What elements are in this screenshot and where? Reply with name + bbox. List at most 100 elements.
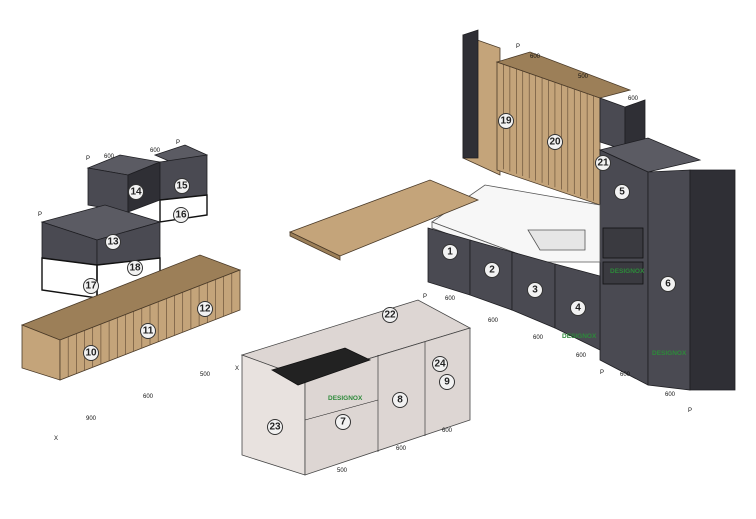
tag-number: 10 [85,348,97,359]
tag-number: 5 [619,187,625,198]
dimension-labels: 600 600 600 600 600 600 600 500 600 600 … [38,44,692,474]
dim-base-2: 600 [488,318,499,324]
tag-circle [614,184,630,200]
extension-board-edge [289,231,341,261]
microwave [602,261,644,285]
dim-p-5: P [86,156,90,162]
tag-circle [83,345,99,361]
dim-p-6: P [176,140,180,146]
tag-number: 11 [143,326,154,337]
tag-circle [335,414,351,430]
dim-side-1: 900 [86,416,97,422]
tag-number: 1 [447,247,453,258]
tall-column-group: DESIGNOX DESIGNOX [598,137,736,391]
wall-slats [503,64,594,201]
dim-side-3: 500 [200,372,211,378]
island-group: DESIGNOX [240,299,472,476]
part-tag-2: 2 [484,262,500,278]
part-tag-20: 20 [547,134,563,150]
dim-p-2: P [600,370,604,376]
tag-circle [173,207,189,223]
part-tag-18: 18 [127,260,143,276]
dim-island-1: 500 [337,468,348,474]
tag-circle [128,184,144,200]
wall-cabinet-right [599,97,626,151]
part-tag-1: 1 [442,244,458,260]
wall-panel-edge [462,29,479,159]
dim-cab-14: 600 [104,154,115,160]
dim-x-1: X [54,436,58,442]
part-tag-14: 14 [128,184,144,200]
wall-panel-top [495,51,632,99]
dim-base-5: 600 [620,372,631,378]
wall-panel-group [462,29,646,206]
cabinet-14-front [87,167,129,213]
tag-number: 15 [176,181,188,192]
tag-number: 4 [575,303,581,314]
wall-cabinets-group [40,144,209,299]
dim-base-3: 600 [533,335,544,341]
oven [602,227,644,259]
tag-circle [527,282,543,298]
tag-number: 7 [340,417,346,428]
part-tag-4: 4 [570,300,586,316]
tag-circle [439,374,455,390]
tag-circle [140,323,156,339]
base-brand-label: DESIGNOX [562,333,597,340]
dim-cab-15: 600 [150,148,161,154]
dim-wall-1: 600 [530,54,541,60]
tag-circle [267,419,283,435]
tag-circle [174,178,190,194]
dim-wall-3: 600 [628,96,639,102]
dim-base-1: 600 [445,296,456,302]
tag-number: 18 [129,263,141,274]
tag-circle [197,301,213,317]
dim-side-2: 600 [143,394,154,400]
part-tag-17: 17 [83,278,99,294]
dim-p-3: P [688,408,692,414]
cabinet-16-frame [159,194,208,223]
part-tag-19: 19 [498,113,514,129]
part-tag-23: 23 [267,419,283,435]
dim-island-2: 600 [396,446,407,452]
island-drawer-line [304,399,379,421]
tag-circle [105,234,121,250]
cooktop [270,347,372,386]
island-front [304,327,471,476]
tag-number: 8 [397,395,403,406]
tag-number: 12 [199,304,211,315]
tag-number: 6 [665,279,671,290]
tag-number: 22 [384,310,396,321]
part-tag-7: 7 [335,414,351,430]
tag-circle [547,134,563,150]
tag-number: 19 [500,116,512,127]
sink [527,229,586,251]
tag-number: 3 [532,285,538,296]
tag-number: 24 [434,359,446,370]
tag-number: 17 [85,281,97,292]
tag-number: 9 [444,377,450,388]
island-brand-label: DESIGNOX [328,395,363,402]
part-tag-5: 5 [614,184,630,200]
part-tag-9: 9 [439,374,455,390]
tall-column-side [689,169,736,391]
tag-number: 16 [175,210,187,221]
tag-circle [498,113,514,129]
base-cabinet-1 [427,227,471,296]
part-tag-22: 22 [382,307,398,323]
part-tag-16: 16 [173,207,189,223]
tag-circle [127,260,143,276]
tag-circle [570,300,586,316]
dim-x-2: X [235,366,239,372]
part-tag-8: 8 [392,392,408,408]
tag-circle [83,278,99,294]
tag-circle [442,244,458,260]
tag-number: 23 [269,422,281,433]
dim-p-1: P [423,294,427,300]
tag-number: 2 [489,265,495,276]
dim-base-6: 600 [665,392,676,398]
tag-circle [660,276,676,292]
tag-number: 21 [597,158,609,169]
